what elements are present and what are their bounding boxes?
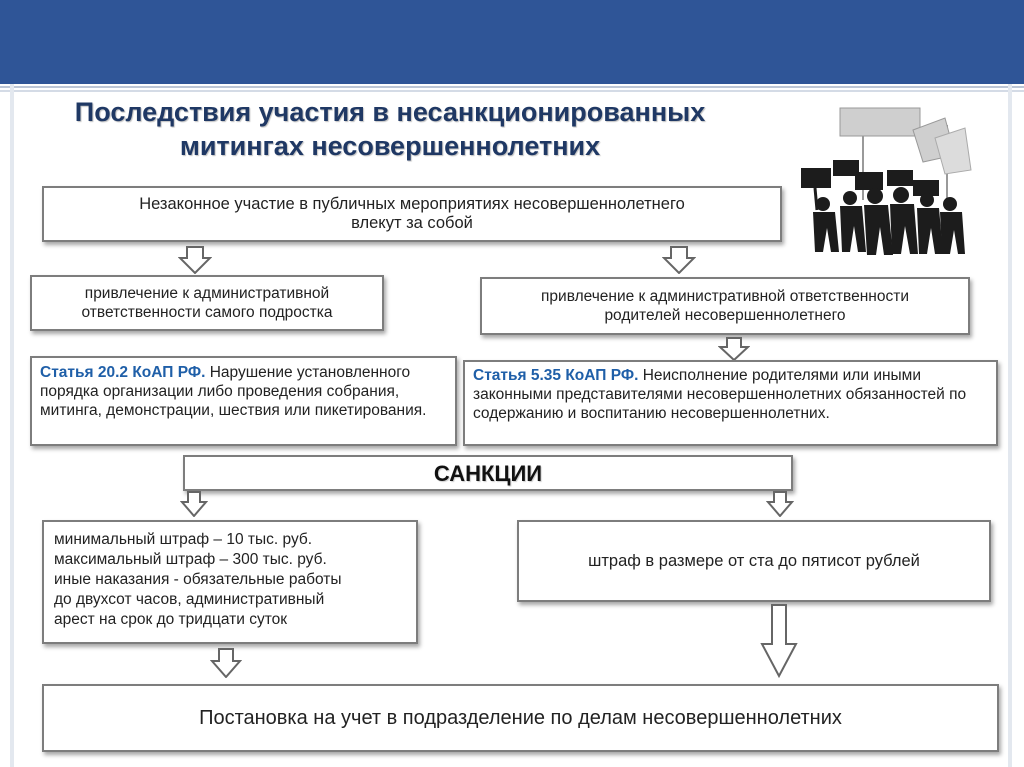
sanctions-header: САНКЦИИ	[433, 460, 543, 486]
down-arrow-icon	[210, 648, 242, 678]
slide-title: Последствия участия в несанкционированны…	[20, 95, 760, 163]
right-article-box: Статья 5.35 КоАП РФ. Неисполнение родите…	[463, 360, 998, 446]
sanctions-header-box: САНКЦИИ	[183, 455, 793, 491]
left-decor-stripe	[10, 84, 14, 767]
right-article-text: Неисполнение родителями или иными законн…	[473, 367, 967, 422]
bottom-result-box: Постановка на учет в подразделение по де…	[42, 684, 999, 752]
right-responsibility-box: привлечение к административной ответстве…	[480, 277, 970, 335]
down-arrow-icon	[180, 491, 208, 517]
left-article-box: Статья 20.2 КоАП РФ. Нарушение установле…	[30, 356, 457, 446]
long-down-arrow-icon	[760, 604, 798, 678]
down-arrow-icon	[766, 491, 794, 517]
left-sanctions-box: минимальный штраф – 10 тыс. руб. максима…	[42, 520, 418, 644]
right-article-ref: Статья 5.35 КоАП РФ.	[473, 367, 639, 384]
right-sanctions-box: штраф в размере от ста до пятисот рублей	[517, 520, 991, 602]
header-bar	[0, 0, 1024, 84]
top-condition-box: Незаконное участие в публичных мероприят…	[42, 186, 782, 242]
header-divider	[0, 86, 1024, 88]
title-line-1: Последствия участия в несанкционированны…	[74, 97, 706, 127]
down-arrow-icon	[662, 246, 696, 274]
left-article-ref: Статья 20.2 КоАП РФ.	[40, 364, 206, 381]
down-arrow-icon	[718, 337, 750, 361]
left-responsibility-box: привлечение к административной ответстве…	[30, 275, 384, 331]
right-decor-stripe	[1008, 84, 1012, 767]
title-line-2: митингах несовершеннолетних	[179, 131, 601, 161]
protest-crowd-icon	[801, 107, 972, 255]
down-arrow-icon	[178, 246, 212, 274]
header-divider-2	[0, 90, 1024, 92]
left-article-text: Нарушение установленного порядка организ…	[40, 364, 427, 419]
